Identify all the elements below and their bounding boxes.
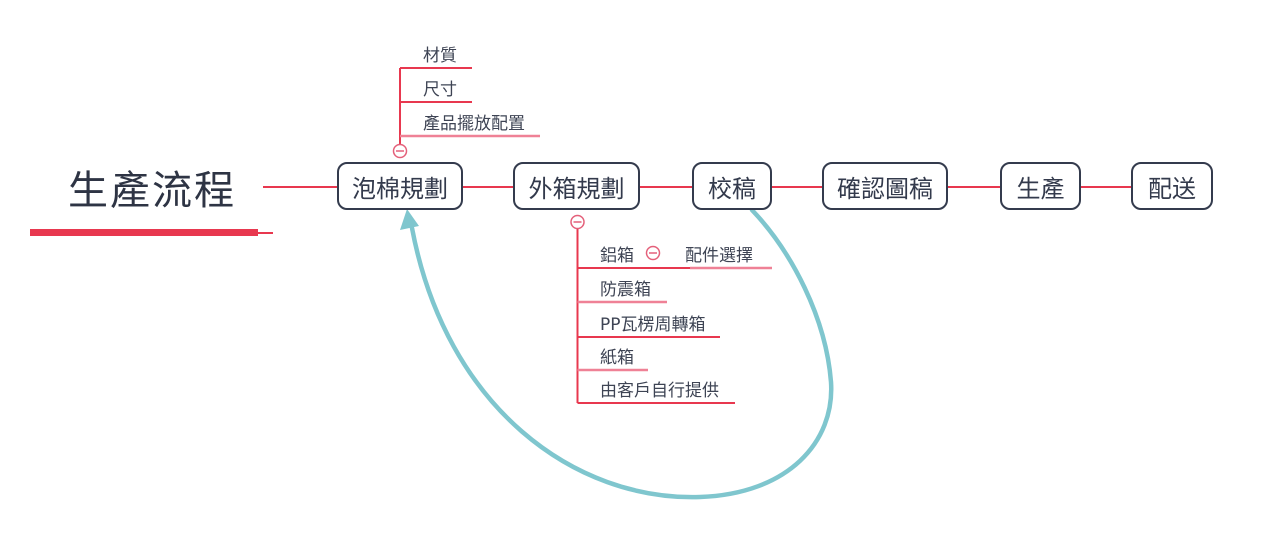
box-branch-lines (576, 229, 772, 404)
collapse-icon-box-branch[interactable] (570, 214, 585, 230)
collapse-icon-accessory[interactable] (645, 245, 661, 261)
collapse-icon-foam-branch[interactable] (392, 143, 408, 159)
relationship-arrow[interactable] (400, 207, 834, 500)
aluminum-box-topic[interactable]: 鋁箱 (600, 246, 634, 266)
title-underline-bar (30, 229, 258, 236)
size-topic[interactable]: 尺寸 (423, 80, 457, 100)
accessory-selection-topic[interactable]: 配件選擇 (685, 246, 753, 266)
foam-planning-node[interactable]: 泡棉規劃 (337, 162, 463, 210)
pp-corrugated-box-topic[interactable]: PP瓦楞周轉箱 (600, 315, 706, 335)
delivery-node[interactable]: 配送 (1131, 162, 1213, 210)
customer-provided-topic[interactable]: 由客戶自行提供 (600, 381, 719, 401)
shockproof-box-topic[interactable]: 防震箱 (600, 280, 651, 300)
relationship-curve[interactable] (409, 207, 834, 500)
confirm-artwork-node[interactable]: 確認圖稿 (822, 162, 948, 210)
material-topic[interactable]: 材質 (423, 46, 457, 66)
product-placement-topic[interactable]: 產品擺放配置 (423, 114, 525, 134)
foam-branch-lines (399, 67, 540, 144)
arrowhead-icon (400, 209, 419, 230)
outer-box-planning-node[interactable]: 外箱規劃 (513, 162, 640, 210)
proofreading-node[interactable]: 校稿 (692, 162, 772, 210)
production-node[interactable]: 生產 (1000, 162, 1081, 210)
central-topic-title[interactable]: 生產流程 (68, 168, 236, 214)
title-underline-extension (258, 232, 273, 234)
carton-topic[interactable]: 紙箱 (600, 348, 634, 368)
